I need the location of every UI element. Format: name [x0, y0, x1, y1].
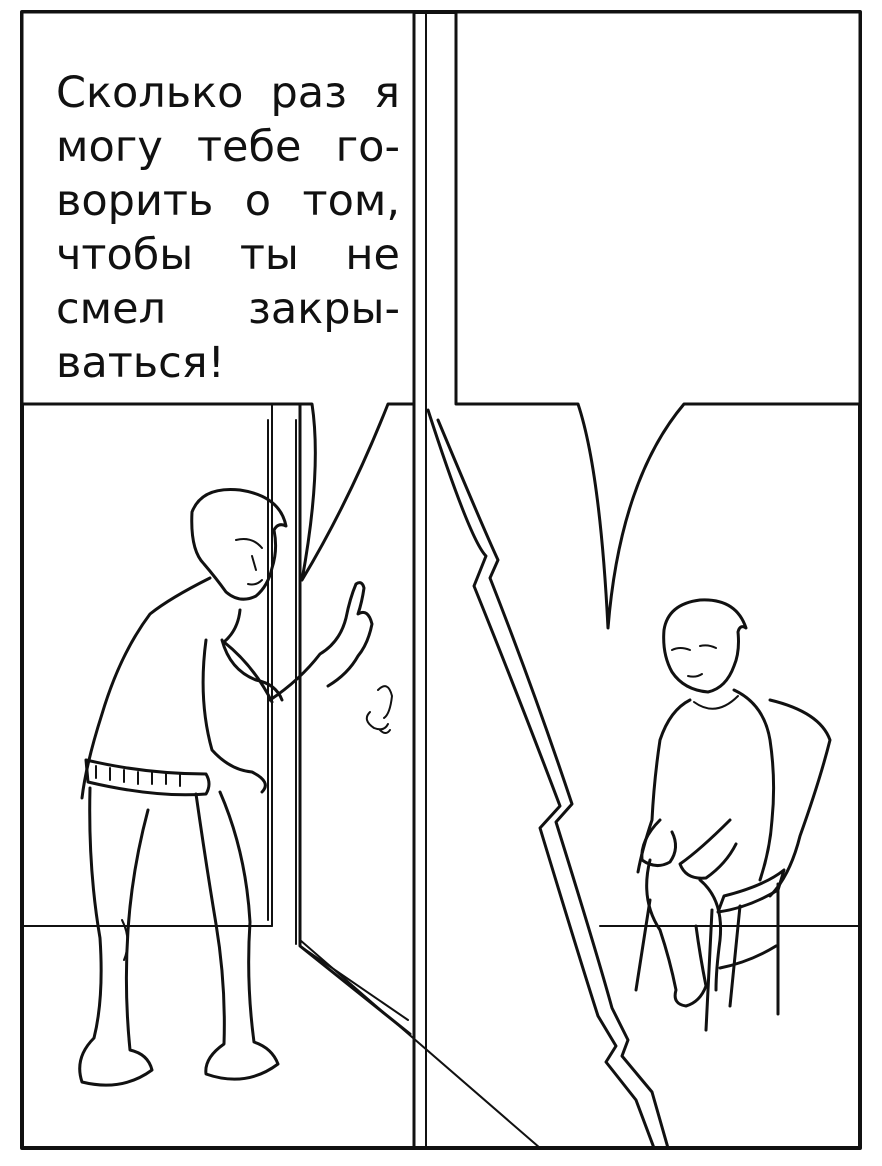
panel-gutter — [412, 10, 427, 1150]
speech-line: ваться! — [56, 338, 225, 388]
left-room — [21, 403, 541, 1149]
lightning-crack — [426, 408, 670, 1150]
speech-line: ворить о том, — [56, 176, 400, 226]
door — [267, 402, 412, 1036]
speech-line: смел закры- — [56, 284, 400, 334]
speech-line: чтобы ты не — [56, 230, 400, 280]
left-speech-text: Сколько раз я могу тебе го- ворить о том… — [56, 66, 400, 390]
boy-figure — [636, 598, 776, 1008]
left-speech-bubble — [20, 10, 416, 582]
right-speech-bubble — [454, 10, 862, 630]
comic-frame — [20, 10, 862, 1150]
speech-line: Сколько раз я — [56, 68, 400, 118]
man-figure — [78, 487, 374, 1087]
chair — [634, 698, 832, 1032]
speech-line: могу тебе го- — [56, 122, 400, 172]
